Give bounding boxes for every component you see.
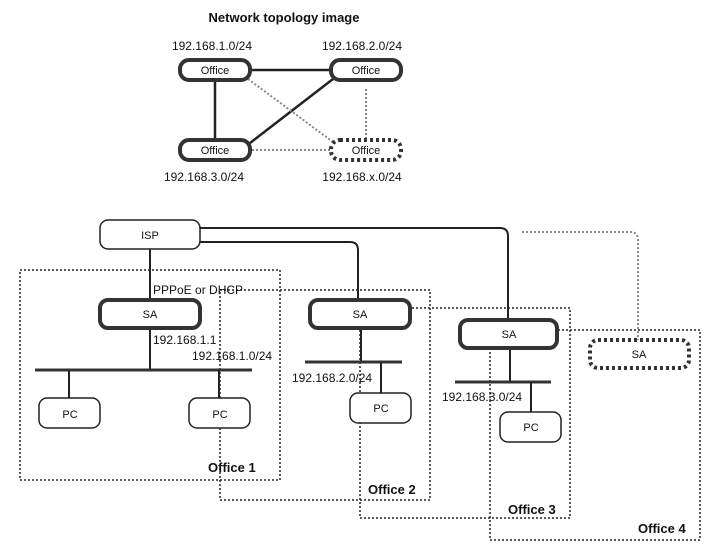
topology-links [213, 68, 367, 151]
sa-label: SA [632, 349, 647, 361]
office-boundaries [19, 269, 701, 541]
sa-device [98, 298, 202, 330]
node-label: Office [352, 145, 381, 157]
sa-label: SA [353, 309, 368, 321]
office-name: Office 3 [508, 502, 556, 517]
node-label: Office [201, 65, 230, 77]
office3-boundary [359, 307, 571, 519]
wan-label: PPPoE or DHCP [153, 283, 243, 297]
isp-links [149, 227, 639, 340]
pc-label: PC [523, 422, 538, 434]
pc-device [349, 392, 412, 424]
subnet-label: 192.168.2.0/24 [292, 371, 372, 385]
sa-label: SA [143, 309, 158, 321]
pc-device [188, 397, 251, 429]
topology-node-x: Office 192.168.x.0/24 [322, 138, 403, 184]
sa-ip: 192.168.1.1 [153, 333, 217, 347]
office2-boundary [219, 289, 431, 501]
node-label: Office [352, 65, 381, 77]
node-subnet: 192.168.1.0/24 [172, 39, 252, 53]
link-isp-sa4 [522, 231, 639, 340]
office-3: SA 192.168.3.0/24 PC Office 3 [442, 318, 562, 517]
pc-label: PC [373, 403, 388, 415]
diagram-title: Network topology image [209, 10, 360, 25]
subnet-label: 192.168.1.0/24 [192, 349, 272, 363]
sa-device [458, 318, 559, 350]
isp-node: ISP [99, 219, 201, 250]
pc-label: PC [62, 409, 77, 421]
office4-boundary [489, 329, 701, 541]
topology-node-2: Office 192.168.2.0/24 [322, 39, 403, 82]
office1-boundary [19, 269, 281, 481]
subnet-label: 192.168.3.0/24 [442, 390, 522, 404]
sa-device [588, 338, 691, 370]
office-2: SA 192.168.2.0/24 PC Office 2 [292, 298, 416, 497]
isp-label: ISP [141, 230, 159, 242]
sa-device [308, 298, 412, 330]
pc-label: PC [212, 409, 227, 421]
office-1: PPPoE or DHCP SA 192.168.1.1 192.168.1.0… [35, 283, 272, 475]
office-name: Office 4 [638, 521, 686, 536]
pc-device [38, 397, 101, 429]
link-office3-office2 [249, 78, 334, 144]
pc-device [499, 411, 562, 443]
node-subnet: 192.168.x.0/24 [322, 170, 402, 184]
node-subnet: 192.168.2.0/24 [322, 39, 402, 53]
topology-node-1: Office 192.168.1.0/24 [172, 39, 252, 82]
link-isp-sa2 [200, 241, 359, 300]
office-4: SA Office 4 [588, 338, 691, 536]
node-label: Office [201, 145, 230, 157]
node-subnet: 192.168.3.0/24 [164, 170, 244, 184]
link-office1-officex [247, 78, 334, 143]
link-isp-sa3 [200, 227, 509, 320]
office-name: Office 1 [208, 460, 256, 475]
sa-label: SA [502, 329, 517, 341]
topology-node-3: Office 192.168.3.0/24 [164, 138, 252, 184]
office-name: Office 2 [368, 482, 416, 497]
